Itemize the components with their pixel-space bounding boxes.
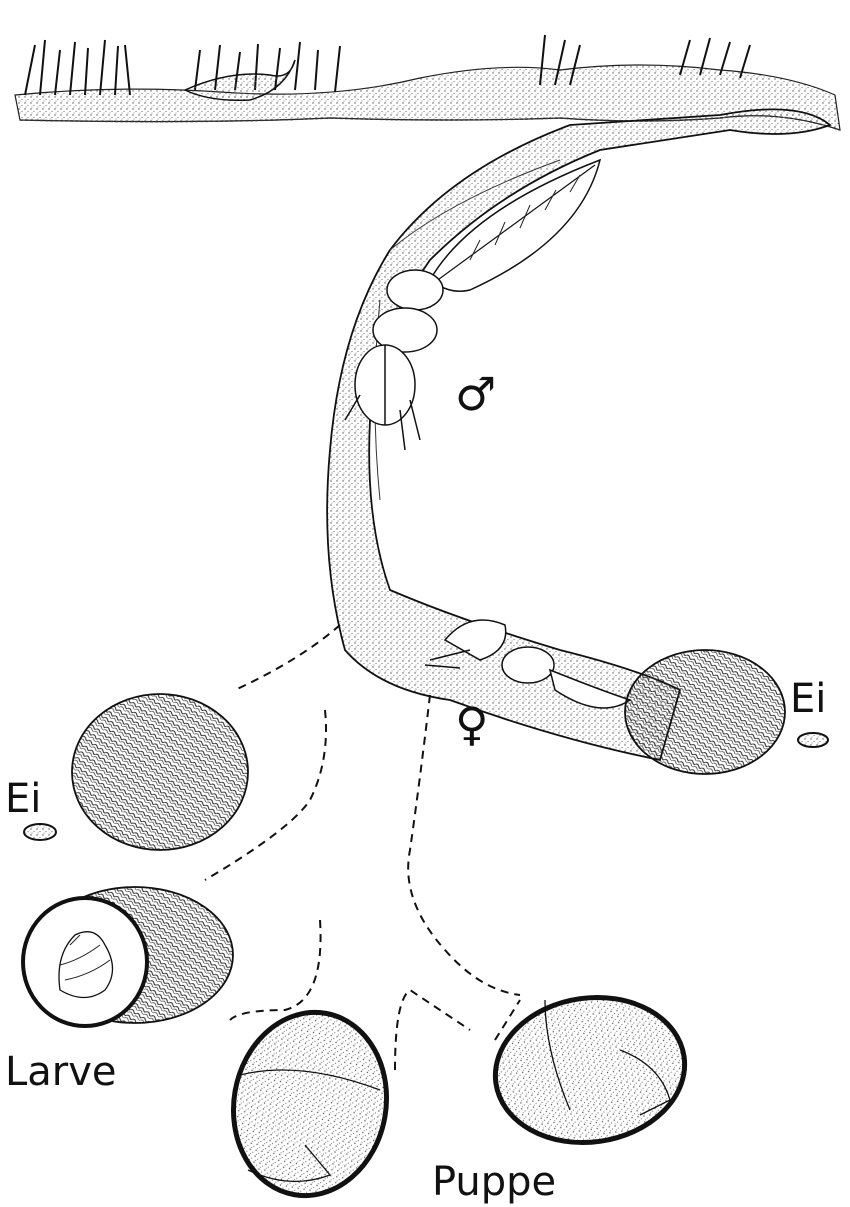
male-symbol: ♂ <box>455 367 496 421</box>
female-symbol: ♀ <box>455 697 489 751</box>
egg-label-right: Ei <box>790 676 826 722</box>
egg-label-left: Ei <box>5 776 41 822</box>
larva-label: Larve <box>5 1049 117 1095</box>
brood-ball-left <box>72 694 248 850</box>
pupa-label: Puppe <box>432 1159 556 1205</box>
larva-ball <box>23 887 233 1026</box>
pupa-cell-left <box>219 1000 401 1207</box>
pupa-cell-right <box>486 985 694 1154</box>
egg-right <box>798 733 828 747</box>
egg-left <box>24 824 56 840</box>
brood-ball-tunnel <box>625 650 785 774</box>
